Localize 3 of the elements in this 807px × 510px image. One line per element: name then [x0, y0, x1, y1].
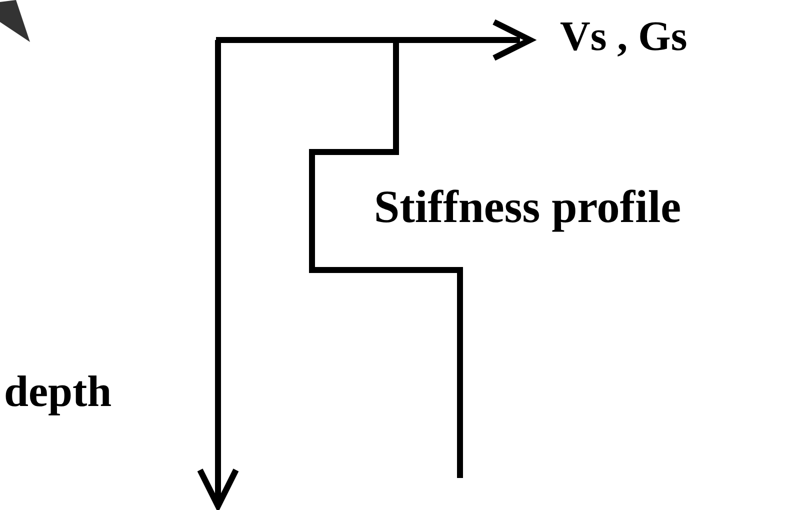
axis-label: Vs , Gs [560, 16, 688, 58]
axis-label: depth [4, 370, 112, 414]
curve-label: Stiffness profile [374, 184, 682, 230]
